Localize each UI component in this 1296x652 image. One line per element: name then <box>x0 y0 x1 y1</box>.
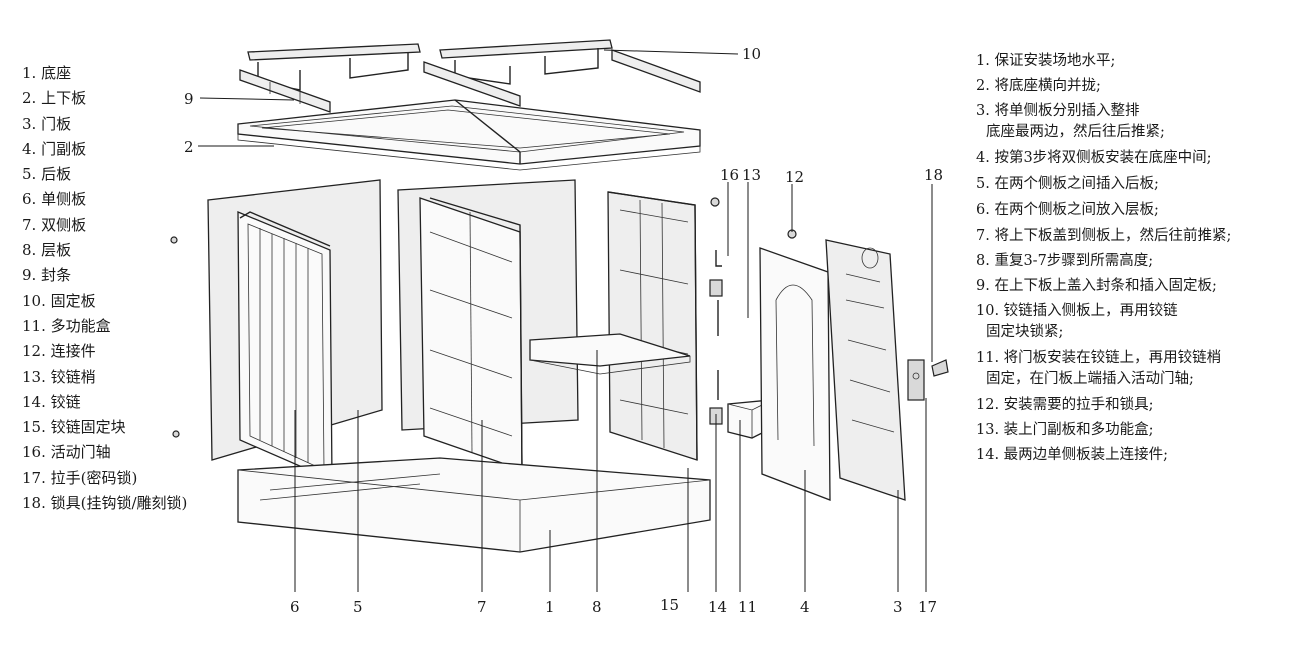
step-item-continued: 底座最两边，然后往后推紧; <box>986 124 1165 140</box>
sealing-strip-part <box>239 43 421 113</box>
door-panel-part <box>825 239 906 501</box>
handle-lock-part <box>907 359 925 401</box>
step-item: 13. 装上门副板和多功能盒; <box>976 422 1154 438</box>
assembly-steps: 1. 保证安装场地水平; 2. 将底座横向并拢; 3. 将单侧板分别插入整排 底… <box>976 52 1292 471</box>
connector-part <box>710 197 797 239</box>
legend-item: 7. 双侧板 <box>22 215 87 234</box>
callout-17: 17 <box>918 598 937 616</box>
callout-14: 14 <box>708 598 727 616</box>
callout-15: 15 <box>660 596 679 614</box>
step-item-continued: 固定块锁紧; <box>986 324 1064 340</box>
double-side-panel-part <box>397 179 579 471</box>
legend-item: 16. 活动门轴 <box>22 443 111 462</box>
callout-6: 6 <box>290 598 300 616</box>
legend-item: 10. 固定板 <box>22 291 96 310</box>
callout-4: 4 <box>800 598 810 616</box>
legend-item: 2. 上下板 <box>22 89 87 108</box>
callout-3: 3 <box>893 598 903 616</box>
callout-9: 9 <box>184 90 194 108</box>
step-item: 3. 将单侧板分别插入整排 <box>976 103 1140 119</box>
callout-12: 12 <box>785 168 804 186</box>
door-sub-panel-part <box>759 247 831 501</box>
legend-item: 5. 后板 <box>22 165 72 184</box>
step-item: 14. 最两边单侧板装上连接件; <box>976 447 1169 463</box>
callout-7: 7 <box>477 598 487 616</box>
legend-item: 1. 底座 <box>22 64 72 82</box>
parts-legend: 1. 底座 2. 上下板 3. 门板 4. 门副板 5. 后板 6. 单侧板 7… <box>22 64 252 519</box>
legend-item: 4. 门副板 <box>22 139 87 158</box>
fixing-plate-part <box>423 39 701 107</box>
callout-16: 16 <box>720 166 739 184</box>
callout-8: 8 <box>592 598 602 616</box>
step-item: 11. 将门板安装在铰链上，再用铰链梢 <box>976 350 1222 366</box>
step-item-continued: 固定，在门板上端插入活动门轴; <box>986 371 1194 387</box>
legend-item: 8. 层板 <box>22 241 72 260</box>
top-bottom-board-part <box>237 99 701 171</box>
leader-lines <box>198 49 933 592</box>
callout-13: 13 <box>742 166 761 184</box>
callout-10: 10 <box>742 45 761 63</box>
left-connectors <box>170 236 180 438</box>
step-item: 9. 在上下板上盖入封条和插入固定板; <box>976 278 1217 294</box>
legend-item: 18. 锁具(挂钩锁/雕刻锁) <box>22 494 188 513</box>
shelf-board-part <box>529 333 691 375</box>
legend-item: 17. 拉手(密码锁) <box>22 468 138 487</box>
legend-item: 15. 铰链固定块 <box>22 418 126 437</box>
callout-11: 11 <box>738 598 757 616</box>
legend-item: 13. 铰链梢 <box>22 367 96 386</box>
step-item: 2. 将底座横向并拢; <box>976 78 1101 94</box>
step-item: 4. 按第3步将双侧板安装在底座中间; <box>976 150 1212 166</box>
right-side-panel-part <box>607 191 698 461</box>
callout-1: 1 <box>545 598 555 616</box>
legend-item: 11. 多功能盒 <box>22 316 111 335</box>
legend-item: 14. 铰链 <box>22 392 81 411</box>
single-side-panel-part <box>207 179 383 481</box>
step-item: 7. 将上下板盖到侧板上，然后往前推紧; <box>976 228 1232 244</box>
hinge-hardware-part <box>709 250 723 425</box>
legend-item: 3. 门板 <box>22 114 72 133</box>
legend-item: 6. 单侧板 <box>22 190 87 209</box>
base-part <box>237 457 711 553</box>
step-item: 8. 重复3-7步骤到所需高度; <box>976 253 1154 269</box>
step-item: 5. 在两个侧板之间插入后板; <box>976 176 1159 192</box>
step-item: 1. 保证安装场地水平; <box>976 53 1116 69</box>
step-item: 12. 安装需要的拉手和锁具; <box>976 397 1154 413</box>
legend-item: 9. 封条 <box>22 266 72 285</box>
step-item: 10. 铰链插入侧板上，再用铰链 <box>976 303 1178 319</box>
callout-18: 18 <box>924 166 943 184</box>
step-item: 6. 在两个侧板之间放入层板; <box>976 202 1159 218</box>
callout-2: 2 <box>184 138 194 156</box>
legend-item: 12. 连接件 <box>22 342 96 361</box>
lock-part <box>931 359 949 377</box>
callout-5: 5 <box>353 598 363 616</box>
